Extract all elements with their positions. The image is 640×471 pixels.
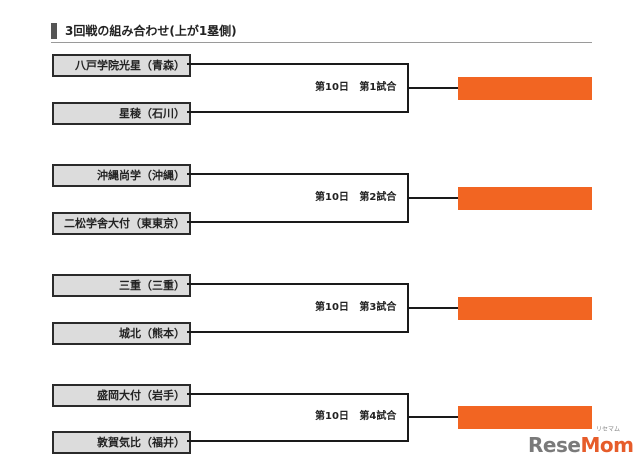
bracket-line-match-4-top [187,393,409,395]
match-game: 第3試合 [359,302,397,313]
logo-subtext: リセマム [596,426,621,433]
bracket-line-match-1-winner [407,87,458,89]
section-header: 3回戦の組み合わせ(上が1塁側) [51,22,592,43]
match-label-3: 第10日 第3試合 [315,301,405,315]
winner-box-match-1 [458,77,592,100]
bracket-line-match-2-bottom [187,221,409,223]
match-label-1: 第10日 第1試合 [315,81,405,95]
winner-box-match-2 [458,187,592,210]
team-box-match-3-top: 三重（三重） [52,274,191,297]
team-box-match-3-bottom: 城北（熊本） [52,322,191,345]
team-box-match-4-bottom: 敦賀気比（福井） [52,431,191,454]
bracket-line-match-4-winner [407,416,458,418]
match-game: 第1試合 [359,82,397,93]
bracket-line-match-4-bottom [187,440,409,442]
bracket-line-match-1-top [187,63,409,65]
match-day: 第10日 [315,192,349,203]
team-box-match-2-top: 沖縄尚学（沖縄） [52,164,191,187]
header-accent-bar [51,23,57,39]
match-game: 第4試合 [359,411,397,422]
page-title: 3回戦の組み合わせ(上が1塁側) [65,24,237,38]
bracket-line-match-3-top [187,283,409,285]
match-day: 第10日 [315,411,349,422]
bracket-line-match-2-winner [407,197,458,199]
bracket-line-match-3-bottom [187,331,409,333]
bracket-line-match-2-top [187,173,409,175]
team-box-match-1-bottom: 星稜（石川） [52,102,191,125]
match-label-2: 第10日 第2試合 [315,191,405,205]
team-box-match-1-top: 八戸学院光星（青森） [52,54,191,77]
logo-part-rese: Rese [528,433,581,457]
match-game: 第2試合 [359,192,397,203]
resemom-logo: ReseMom [528,433,634,457]
team-box-match-2-bottom: 二松学舎大付（東東京） [52,212,191,235]
logo-part-mom: Mom [580,433,634,457]
match-label-4: 第10日 第4試合 [315,410,405,424]
bracket-line-match-1-bottom [187,111,409,113]
team-box-match-4-top: 盛岡大付（岩手） [52,384,191,407]
bracket-line-match-3-winner [407,307,458,309]
match-day: 第10日 [315,302,349,313]
winner-box-match-4 [458,406,592,429]
match-day: 第10日 [315,82,349,93]
winner-box-match-3 [458,297,592,320]
